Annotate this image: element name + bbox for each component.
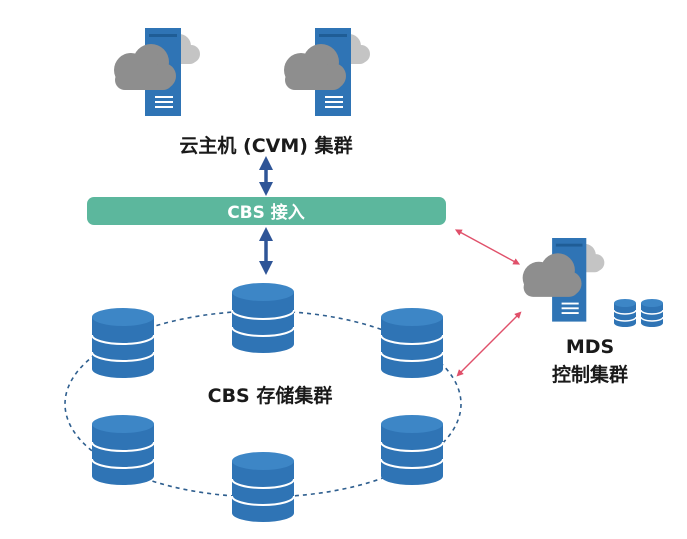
storage-cluster-label: CBS 存储集群 (208, 384, 333, 407)
cvm-node-1 (114, 28, 200, 116)
storage-node-upper-left (91, 307, 155, 379)
cvm-node-2 (284, 28, 370, 116)
access-mds-arrow (454, 229, 521, 265)
mds-label-line2: 控制集群 (552, 363, 628, 386)
storage-node-top (231, 282, 295, 354)
mds-node (522, 238, 664, 328)
mds-label-line1: MDS (566, 336, 614, 358)
cvm-cluster-label: 云主机 (CVM) 集群 (179, 134, 352, 157)
storage-node-lower-right (380, 414, 444, 486)
storage-node-lower-left (91, 414, 155, 486)
cbs-access-bar (87, 197, 446, 225)
storage-node-upper-right (380, 307, 444, 379)
storage-node-bottom (231, 451, 295, 523)
cbs-access-label: CBS 接入 (227, 202, 305, 223)
storage-mds-arrow (456, 311, 522, 377)
